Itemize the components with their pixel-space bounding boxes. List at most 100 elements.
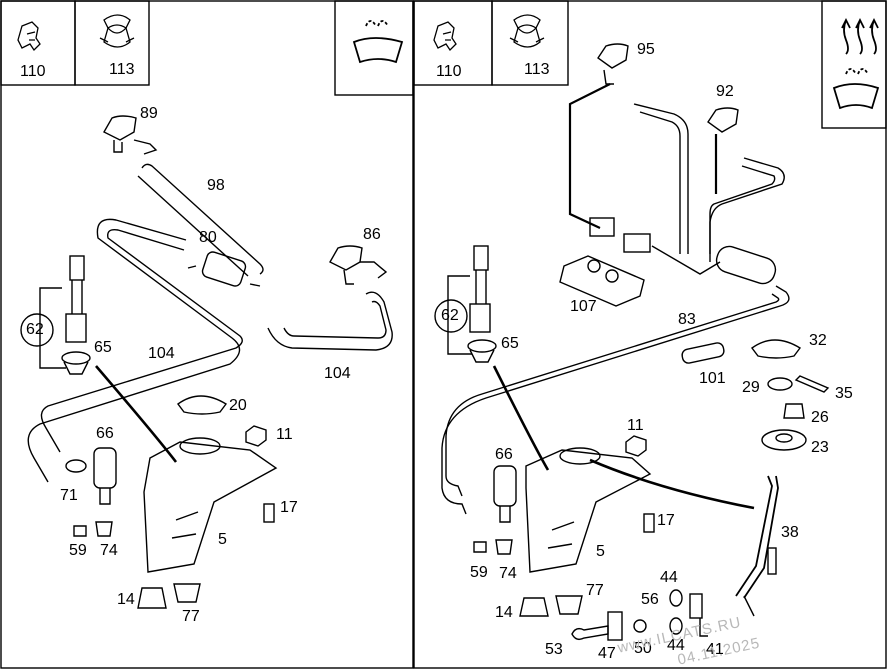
callout-59[interactable]: 59 (69, 542, 87, 559)
windshield-washer-icon (352, 20, 404, 64)
callout-17-right[interactable]: 17 (657, 512, 675, 529)
grommet-65 (61, 351, 91, 375)
callout-95[interactable]: 95 (637, 41, 655, 58)
callout-104-lower[interactable]: 104 (148, 345, 175, 362)
callout-59-right[interactable]: 59 (470, 564, 488, 581)
legend-left-113[interactable]: 113 (109, 61, 135, 78)
legend-right-110[interactable]: 110 (436, 63, 462, 80)
callout-62[interactable]: 62 (26, 321, 44, 338)
heated-windshield-washer-icon (832, 17, 880, 110)
callout-23[interactable]: 23 (811, 439, 829, 456)
mount-77 (173, 583, 201, 603)
callout-74[interactable]: 74 (100, 542, 118, 559)
callout-77-right[interactable]: 77 (586, 582, 604, 599)
hose-loop-left (27, 218, 241, 483)
callout-56[interactable]: 56 (641, 591, 659, 608)
sensor-wire-left (95, 365, 178, 463)
hose-83 (441, 285, 790, 515)
reservoir-cap-20 (177, 395, 228, 415)
callout-32[interactable]: 32 (809, 332, 827, 349)
strap-35 (794, 375, 830, 393)
callout-77[interactable]: 77 (182, 608, 200, 625)
hose-95 (633, 103, 689, 254)
callout-65-right[interactable]: 65 (501, 335, 519, 352)
legend-right-113[interactable]: 113 (524, 61, 550, 78)
connector-clip-icon (17, 21, 41, 52)
legend-box-right-113 (491, 0, 569, 86)
callout-14[interactable]: 14 (117, 591, 135, 608)
callout-92[interactable]: 92 (716, 83, 734, 100)
callout-17[interactable]: 17 (280, 499, 298, 516)
callout-53[interactable]: 53 (545, 641, 563, 658)
washer-nozzle-89 (103, 115, 158, 155)
grommet-65-right (467, 339, 497, 363)
hose-clamp-icon (509, 14, 545, 48)
hose-92-inner (709, 165, 776, 254)
clip-17 (263, 503, 275, 523)
callout-71[interactable]: 71 (60, 487, 78, 504)
legend-box-left-113 (74, 0, 150, 86)
callout-38[interactable]: 38 (781, 524, 799, 541)
hose-104-right-inner (283, 300, 387, 339)
callout-86[interactable]: 86 (363, 226, 381, 243)
wire-to-connector (651, 245, 721, 275)
cap-32 (751, 339, 802, 359)
callout-89[interactable]: 89 (140, 105, 158, 122)
plug-59-right (473, 541, 487, 553)
callout-65[interactable]: 65 (94, 339, 112, 356)
cap-29 (767, 377, 793, 391)
washer-reservoir-5-right (525, 447, 652, 573)
callout-104-right[interactable]: 104 (324, 365, 351, 382)
control-unit-107 (559, 255, 645, 307)
callout-44-top[interactable]: 44 (660, 569, 678, 586)
symbol-box-right (821, 0, 887, 129)
grommet-74 (95, 521, 113, 537)
hose-83-inner (445, 293, 780, 497)
callout-14-right[interactable]: 14 (495, 604, 513, 621)
hose-92 (709, 157, 785, 262)
level-sensor-62 (20, 255, 87, 369)
hose-104-right (267, 291, 393, 351)
callout-11[interactable]: 11 (276, 426, 293, 443)
hose-clamp-icon (99, 14, 135, 48)
callout-98[interactable]: 98 (207, 177, 225, 194)
callout-20[interactable]: 20 (229, 397, 247, 414)
callout-62-right[interactable]: 62 (441, 307, 459, 324)
clip-17-right (643, 513, 655, 533)
callout-80[interactable]: 80 (199, 229, 217, 246)
callout-11-right[interactable]: 11 (627, 417, 644, 434)
wire-95 (568, 83, 611, 229)
hose-loop-left-inner (40, 228, 243, 453)
callout-66[interactable]: 66 (96, 425, 114, 442)
washer-reservoir-5 (143, 437, 278, 573)
callout-50[interactable]: 50 (634, 640, 652, 657)
callout-66-right[interactable]: 66 (495, 446, 513, 463)
nut-11 (245, 425, 267, 447)
washer-pump-66-right (493, 465, 517, 523)
callout-5-right[interactable]: 5 (596, 543, 605, 560)
heater-83 (715, 245, 777, 285)
callout-35[interactable]: 35 (835, 385, 853, 402)
callout-107[interactable]: 107 (570, 298, 597, 315)
callout-44-bottom[interactable]: 44 (667, 637, 685, 654)
callout-47[interactable]: 47 (598, 645, 616, 662)
callout-83[interactable]: 83 (678, 311, 696, 328)
callout-26[interactable]: 26 (811, 409, 829, 426)
check-valve-80 (187, 251, 261, 287)
callout-41[interactable]: 41 (706, 641, 724, 658)
left-panel-frame (0, 0, 414, 669)
connector-block (589, 217, 651, 253)
callout-101[interactable]: 101 (699, 370, 726, 387)
sensor-wire-right (492, 365, 550, 471)
seal-23 (761, 429, 807, 451)
level-sensor-62-right (434, 245, 491, 355)
washer-nozzle-86 (329, 245, 388, 285)
callout-29[interactable]: 29 (742, 379, 760, 396)
grommet-74-right (495, 539, 513, 555)
mount-14 (137, 587, 167, 609)
legend-left-110[interactable]: 110 (20, 63, 46, 80)
callout-5[interactable]: 5 (218, 531, 227, 548)
callout-74-right[interactable]: 74 (499, 565, 517, 582)
